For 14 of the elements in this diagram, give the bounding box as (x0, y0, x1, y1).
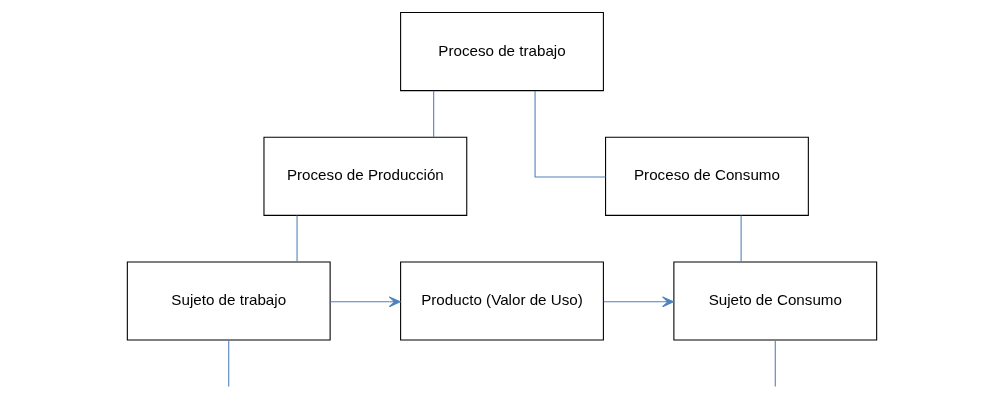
arrow (329, 296, 401, 308)
node-box: Proceso de Producción (263, 136, 468, 216)
node-box: Proceso de Consumo (605, 136, 809, 216)
connector (296, 214, 298, 263)
arrow (603, 296, 674, 308)
node-box: Sujeto de Consumo (673, 261, 878, 341)
connector (740, 214, 742, 263)
connector (534, 90, 606, 178)
node-box: Sujeto de trabajo (126, 261, 331, 341)
node-box: Proceso de trabajo (400, 12, 604, 92)
connector (433, 90, 435, 138)
node-box: Producto (Valor de Uso) (400, 261, 604, 341)
connector (228, 339, 230, 387)
connector (774, 339, 776, 387)
